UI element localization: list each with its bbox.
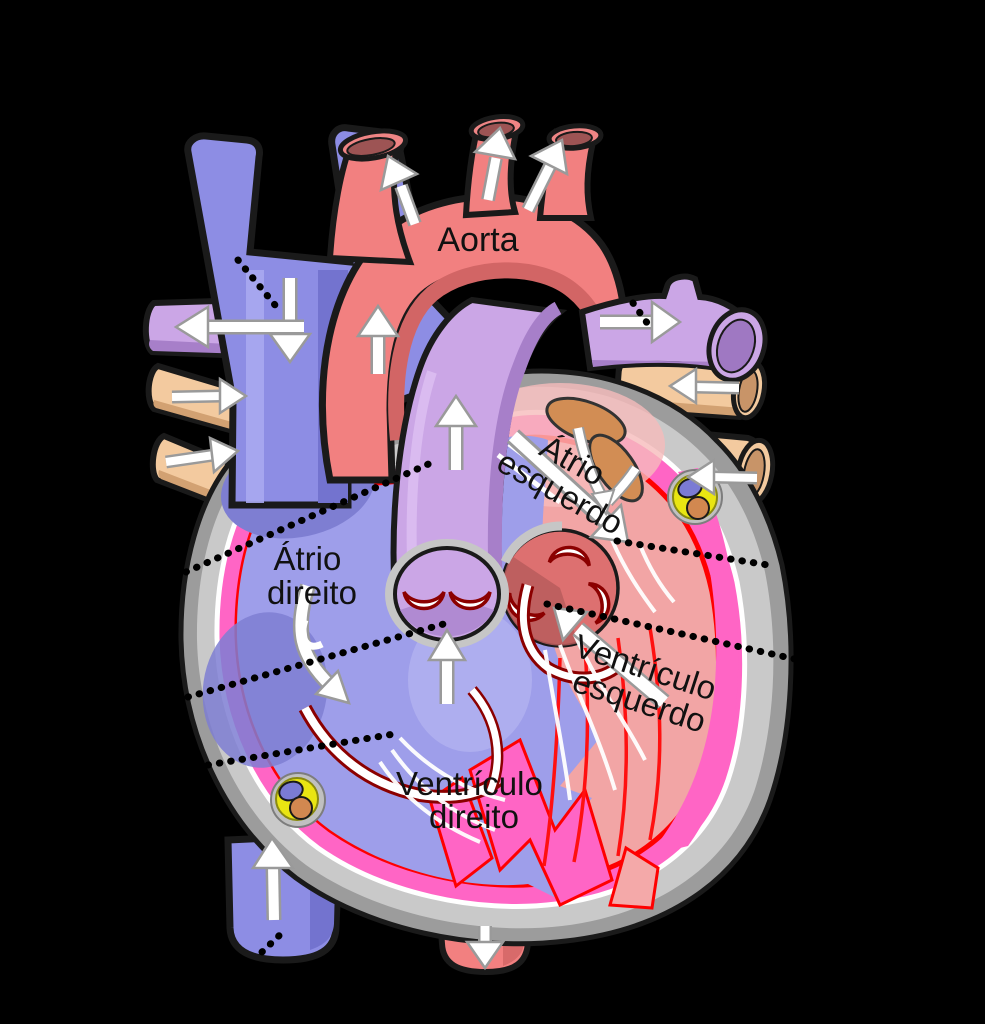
papillary-muscle bbox=[608, 845, 660, 910]
pulmonary-trunk-flow-arrow bbox=[433, 393, 479, 470]
carotid-flow-arrow bbox=[472, 125, 518, 202]
left-pv-lower-flow-arrow bbox=[165, 435, 241, 475]
coronary-cross-section-left bbox=[270, 772, 326, 828]
brachiocephalic-flow-arrow bbox=[379, 153, 422, 227]
label-ventriculo-direito-line2: direito bbox=[429, 798, 519, 835]
leader-pulmonary-valve bbox=[184, 619, 451, 701]
right-pv-upper-flow-arrow bbox=[667, 366, 740, 406]
leader-mitral-valve bbox=[543, 600, 812, 666]
flow-arrows bbox=[165, 125, 758, 971]
label-aorta: Aorta bbox=[437, 221, 518, 259]
left-ventricle-flow-arrow bbox=[552, 606, 670, 709]
chordae-tendineae bbox=[378, 539, 676, 844]
label-atrio-direito: Átrio direito bbox=[267, 540, 357, 611]
left-pa-flow-arrow bbox=[173, 304, 304, 350]
leader-right-pa bbox=[629, 299, 654, 331]
left-pv-upper-flow-arrow bbox=[171, 376, 249, 416]
right-atrium-flow-arrow bbox=[292, 583, 351, 705]
leader-tricuspid-valve bbox=[204, 729, 404, 769]
leader-apex bbox=[729, 927, 750, 943]
pulmonary-trunk bbox=[390, 296, 568, 604]
lv-wall-band bbox=[648, 468, 739, 856]
right-atrium-shade bbox=[202, 612, 328, 768]
right-pv-lower-flow-arrow bbox=[685, 457, 758, 497]
leader-aortic-valve bbox=[613, 537, 772, 569]
descending-aorta-flow-arrow bbox=[464, 926, 506, 971]
leader-ivc bbox=[258, 926, 289, 956]
pulmonary-valve bbox=[385, 539, 509, 649]
label-atrio-direito-line2: direito bbox=[267, 574, 357, 611]
leader-svc bbox=[234, 256, 279, 309]
label-atrio-direito-line1: Átrio bbox=[273, 540, 341, 577]
left-atrium-flow-arrow bbox=[496, 426, 642, 544]
subclavian-flow-arrow bbox=[521, 138, 569, 214]
leader-pulmonary-trunk bbox=[182, 458, 437, 576]
label-ventriculo-direito: Ventrículo direito bbox=[396, 765, 552, 835]
leader-lines bbox=[182, 256, 812, 956]
right-ventricle-flow-arrow bbox=[426, 627, 468, 704]
ivc-flow-arrow bbox=[250, 835, 296, 921]
label-ventriculo-direito-line1: Ventrículo bbox=[396, 765, 543, 802]
ascending-aorta-flow-arrow bbox=[355, 303, 401, 374]
rv-trabeculae-wedge bbox=[468, 737, 614, 908]
